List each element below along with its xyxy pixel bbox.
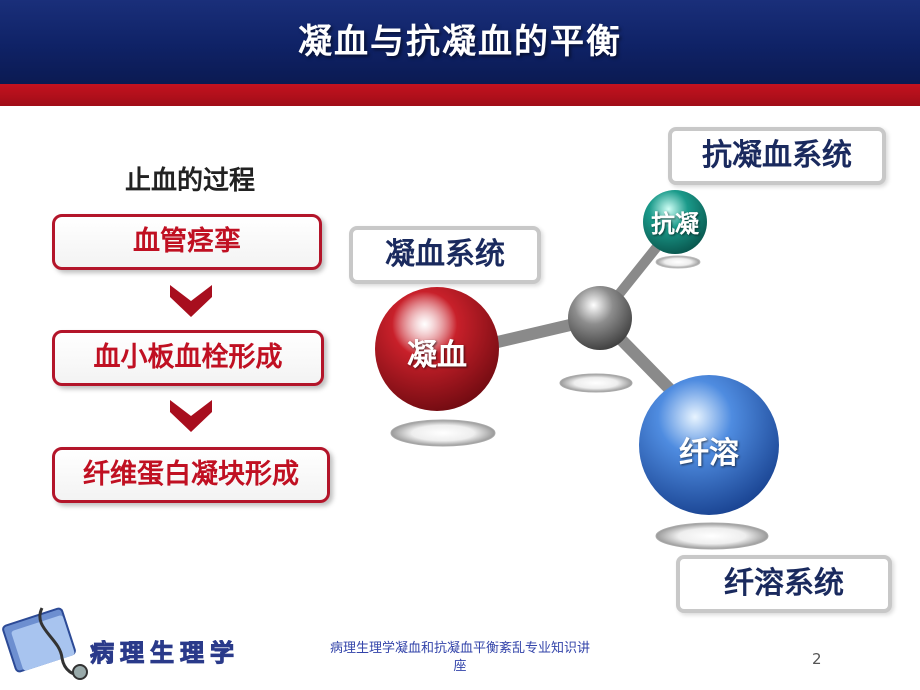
fibrinolysis-node-label: 纤溶 [679,436,739,471]
process-heading: 止血的过程 [124,166,255,196]
chevron-down-icon [170,400,212,432]
anticoag-node-label: 抗凝 [651,209,699,238]
page-number: 2 [812,650,822,668]
slide-title: 凝血与抗凝血的平衡 [298,22,622,62]
step-vasospasm: 血管痉挛 [52,214,322,270]
center-node [568,286,632,350]
shadow-disc [655,255,701,269]
chevron-down-icon [170,285,212,317]
fibrinolysis-system-box: 纤溶系统 [676,555,892,613]
title-bar [0,0,920,84]
coag-node [375,287,499,411]
logo-icon [2,607,88,680]
anticoag-node [643,190,707,254]
shadow-disc [559,373,633,393]
coag-node-label: 凝血 [407,338,467,373]
step-platelet-plug: 血小板血栓形成 [52,330,324,386]
logo-text: 病理生理学 [90,640,240,667]
shadow-disc [390,419,496,447]
anticoagulation-system-box: 抗凝血系统 [668,127,886,185]
coagulation-system-box: 凝血系统 [349,226,541,284]
fibrinolysis-node [639,375,779,515]
red-accent-band [0,84,920,106]
shadow-disc [655,522,769,550]
footer-caption: 病理生理学凝血和抗凝血平衡紊乱专业知识讲座 [329,641,590,674]
step-fibrin-clot: 纤维蛋白凝块形成 [52,447,330,503]
